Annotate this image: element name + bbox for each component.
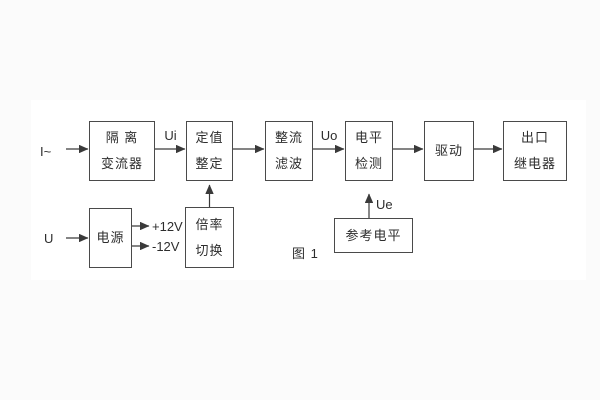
- block-reference-level: 参考电平: [334, 218, 413, 253]
- figure-caption: 图 1: [292, 246, 319, 261]
- block-label: 定值: [195, 130, 224, 145]
- block-ratio-switch: 倍率 切换: [185, 207, 234, 268]
- block-label: 变流器: [100, 156, 143, 171]
- label-uo: Uo: [320, 128, 338, 143]
- block-label: 驱动: [434, 143, 463, 158]
- block-label: 电平: [354, 130, 383, 145]
- block-label: 倍率: [195, 216, 224, 232]
- block-label: 滤波: [274, 156, 303, 171]
- block-isolation-transformer: 隔 离 变流器: [89, 121, 155, 181]
- label-ui: Ui: [164, 128, 177, 143]
- block-label: 参考电平: [345, 227, 402, 243]
- block-label: 电源: [96, 230, 125, 245]
- label-minus-12v: -12V: [152, 239, 180, 254]
- block-label: 继电器: [513, 156, 556, 171]
- block-level-detector: 电平 检测: [345, 121, 393, 181]
- block-label: 整定: [195, 156, 224, 171]
- label-input-current: I~: [40, 144, 52, 159]
- block-power-supply: 电源: [89, 208, 132, 268]
- block-output-relay: 出口 继电器: [503, 121, 567, 181]
- block-driver: 驱动: [424, 121, 474, 181]
- block-setting: 定值 整定: [186, 121, 233, 181]
- label-ue: Ue: [376, 197, 393, 212]
- block-label: 检测: [354, 156, 383, 171]
- block-label: 出口: [520, 130, 549, 145]
- block-label: 切换: [195, 242, 224, 258]
- label-input-voltage: U: [44, 231, 54, 246]
- block-label: 隔 离: [105, 130, 139, 145]
- label-plus-12v: +12V: [152, 219, 183, 234]
- block-label: 整流: [274, 130, 303, 145]
- block-rectifier-filter: 整流 滤波: [265, 121, 313, 181]
